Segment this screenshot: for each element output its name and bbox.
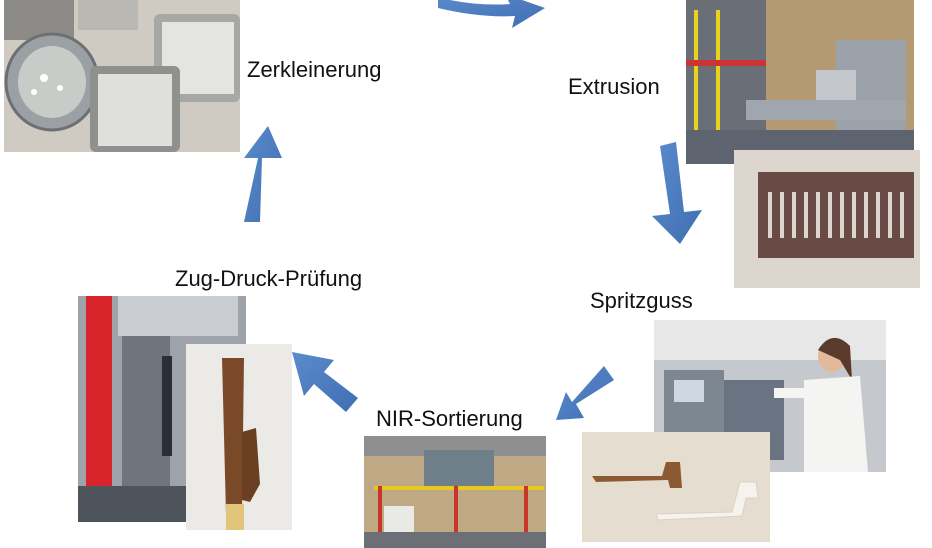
label-zerkleinerung: Zerkleinerung — [247, 57, 382, 82]
photo-zerkleinerung — [4, 0, 240, 152]
label-spritzguss: Spritzguss — [590, 288, 693, 313]
label-nir-sortierung: NIR-Sortierung — [376, 406, 523, 431]
arrow-to-extrusion — [438, 0, 545, 28]
arrow-to-zerkleinerung — [244, 126, 282, 222]
label-zug-druck-pruefung: Zug-Druck-Prüfung — [175, 266, 363, 291]
arrow-to-zugdruck — [292, 352, 358, 412]
photo-nir — [364, 436, 546, 548]
photo-molded-parts — [582, 432, 770, 542]
photo-extrusion — [686, 0, 914, 164]
label-extrusion: Extrusion — [568, 74, 660, 99]
arrow-to-nir — [556, 366, 614, 420]
photo-specimen — [186, 344, 292, 530]
photo-tensile-bars — [734, 150, 920, 288]
